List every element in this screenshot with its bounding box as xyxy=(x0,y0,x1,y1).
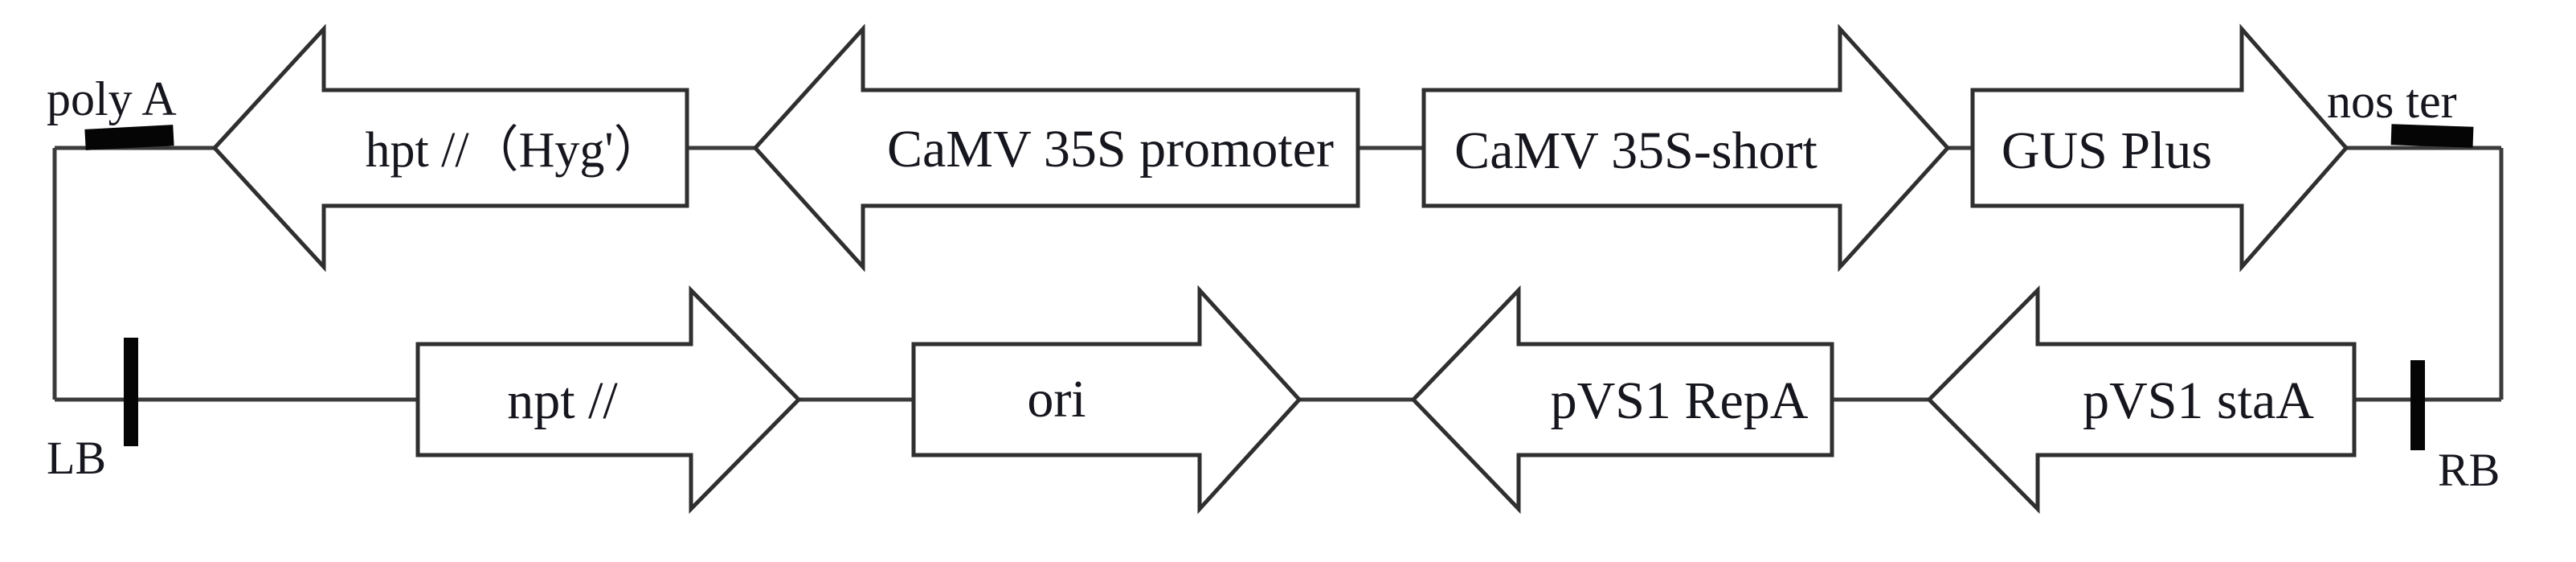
gene-arrow-pvs1-staa: pVS1 staA xyxy=(1926,285,2357,515)
gene-arrow-gus-plus-label: GUS Plus xyxy=(2002,121,2212,180)
gene-arrow-hpt: hpt //（Hyg'） xyxy=(211,23,689,273)
nos-ter-site-marker xyxy=(2390,124,2474,148)
gene-arrow-pvs1-repa-shape xyxy=(1410,285,1834,515)
backbone-lines xyxy=(52,146,2504,402)
gene-arrow-pvs1-staa-shape xyxy=(1926,285,2357,515)
gene-arrow-npt-label: npt // xyxy=(507,371,618,430)
gene-arrow-camv35s-short-shape xyxy=(1421,23,1951,273)
rb-label: RB xyxy=(2438,444,2500,496)
gene-arrow-pvs1-repa-label: pVS1 RepA xyxy=(1551,371,1809,430)
gene-arrow-npt-shape xyxy=(415,285,802,515)
gene-arrow-camv35s-promoter-label: CaMV 35S promoter xyxy=(887,120,1334,178)
rb-border-marker xyxy=(2410,360,2425,450)
gene-arrow-camv35s-promoter: CaMV 35S promoter xyxy=(752,23,1360,273)
gene-arrow-hpt-label: hpt //（Hyg'） xyxy=(365,123,663,178)
gene-arrow-npt: npt // xyxy=(415,285,802,515)
site-labels: poly A nos ter LB RB xyxy=(47,72,2500,496)
gene-arrow-pvs1-staa-label: pVS1 staA xyxy=(2083,371,2314,430)
gene-arrow-ori-shape xyxy=(911,285,1302,515)
gene-arrow-camv35s-promoter-shape xyxy=(752,23,1360,273)
nos-ter-label: nos ter xyxy=(2327,75,2457,128)
gene-arrow-hpt-shape xyxy=(211,23,689,273)
poly-a-label: poly A xyxy=(47,72,177,125)
gene-arrow-pvs1-repa: pVS1 RepA xyxy=(1410,285,1834,515)
lb-border-marker xyxy=(124,338,138,446)
lb-label: LB xyxy=(47,432,106,484)
site-markers xyxy=(84,124,2474,450)
gene-arrow-ori-label: ori xyxy=(1027,370,1086,429)
poly-a-site-marker xyxy=(84,125,174,150)
gene-arrow-gus-plus: GUS Plus xyxy=(1970,23,2349,273)
gene-arrow-ori: ori xyxy=(911,285,1302,515)
gene-arrow-gus-plus-shape xyxy=(1970,23,2349,273)
gene-arrow-camv35s-short-label: CaMV 35S-short xyxy=(1454,121,1818,180)
gene-arrow-camv35s-short: CaMV 35S-short xyxy=(1421,23,1951,273)
